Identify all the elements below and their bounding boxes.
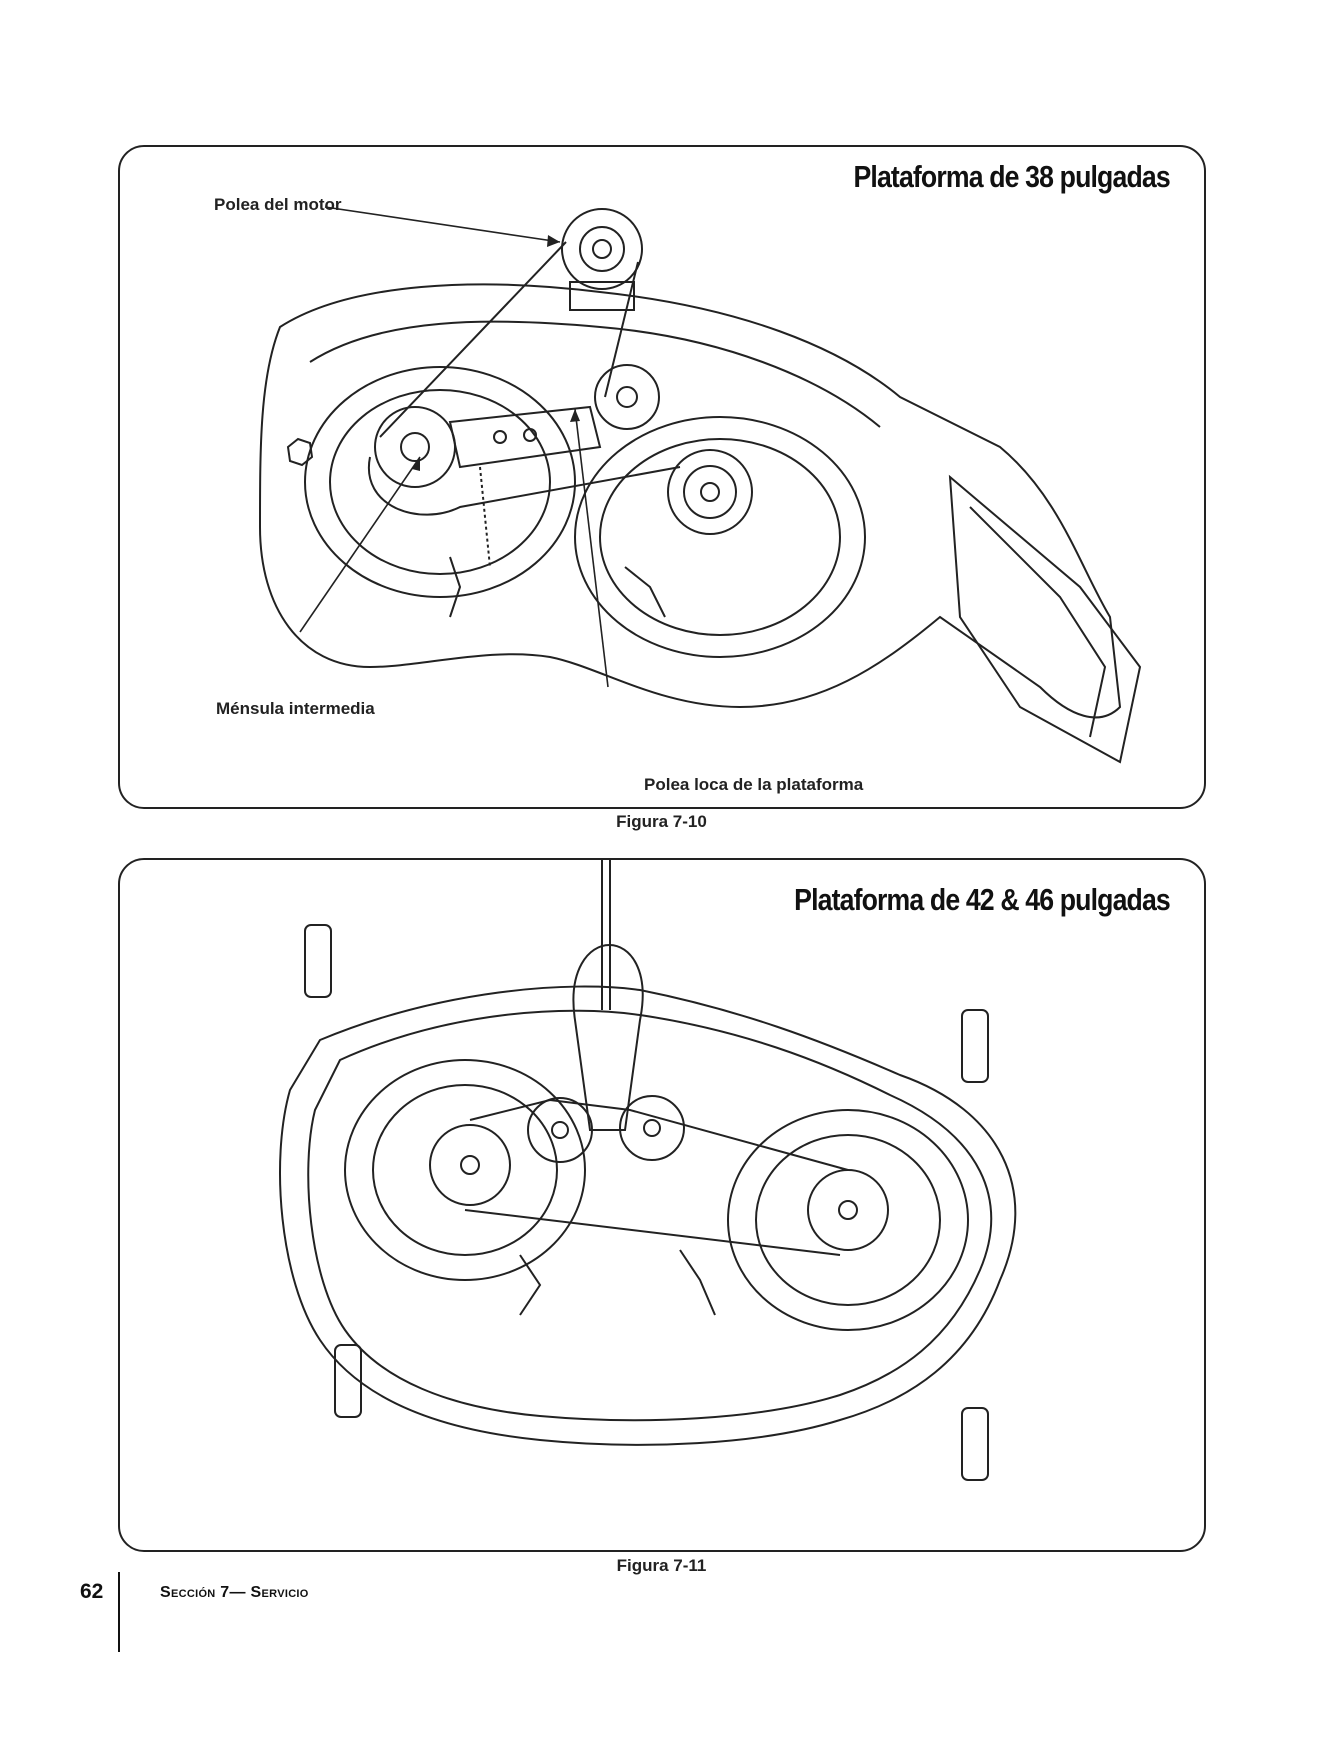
figure-7-10-panel: Plataforma de 38 pulgadas	[118, 145, 1206, 809]
idler-bracket-label: Ménsula intermedia	[216, 699, 375, 719]
figure-7-10-caption: Figura 7-10	[0, 812, 1323, 832]
engine-pulley-label: Polea del motor	[214, 195, 342, 215]
footer-divider	[118, 1572, 120, 1652]
figure-7-11-panel: Plataforma de 42 & 46 pulgadas	[118, 858, 1206, 1552]
page-number: 62	[80, 1580, 103, 1604]
deck-42-46-drawing	[120, 860, 1204, 1550]
deck-idler-pulley-label: Polea loca de la plataforma	[644, 775, 863, 795]
section-label: Sección 7— Servicio	[160, 1584, 309, 1602]
figure-7-11-caption: Figura 7-11	[0, 1556, 1323, 1576]
